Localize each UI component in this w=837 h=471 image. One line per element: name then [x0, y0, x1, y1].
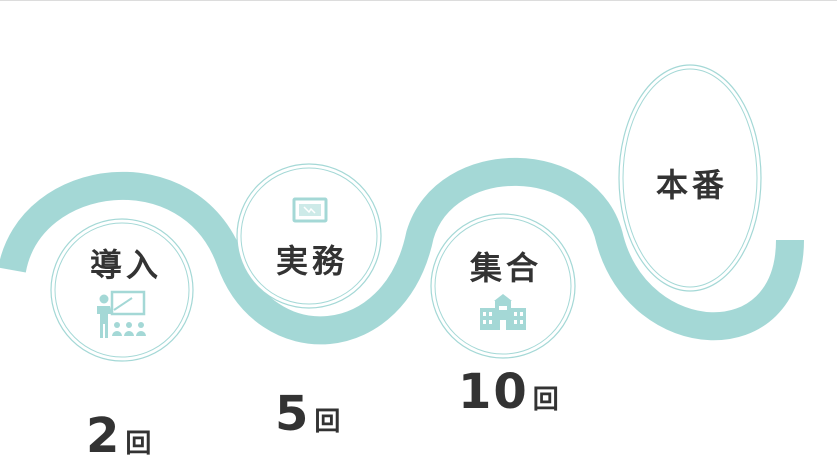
- step-3-label: 集合: [469, 249, 543, 287]
- wave-path: [0, 157, 804, 345]
- step-4-ellipse: [618, 64, 762, 292]
- step-3-circle: [430, 213, 576, 359]
- step-2-label: 実務: [275, 242, 349, 280]
- step-2-circle: [236, 163, 382, 309]
- step-1-circle: [50, 218, 194, 362]
- monitor-icon: [292, 197, 328, 223]
- top-divider: [0, 0, 837, 1]
- school-building-icon: [480, 294, 526, 330]
- step-1-count-number: 2: [86, 408, 122, 464]
- step-1-count: 2 回: [86, 412, 151, 460]
- step-3-count-number: 10: [458, 364, 529, 420]
- step-2-count-unit: 回: [314, 407, 341, 437]
- step-3-count: 10 回: [458, 368, 559, 416]
- step-1-count-unit: 回: [125, 429, 152, 459]
- step-4-label: 本番: [655, 166, 729, 204]
- step-2-count: 5 回: [275, 390, 340, 438]
- step-2-count-number: 5: [275, 386, 311, 442]
- step-1-label: 導入: [89, 246, 163, 284]
- teacher-whiteboard-icon: [97, 290, 146, 338]
- step-3-count-unit: 回: [532, 385, 559, 415]
